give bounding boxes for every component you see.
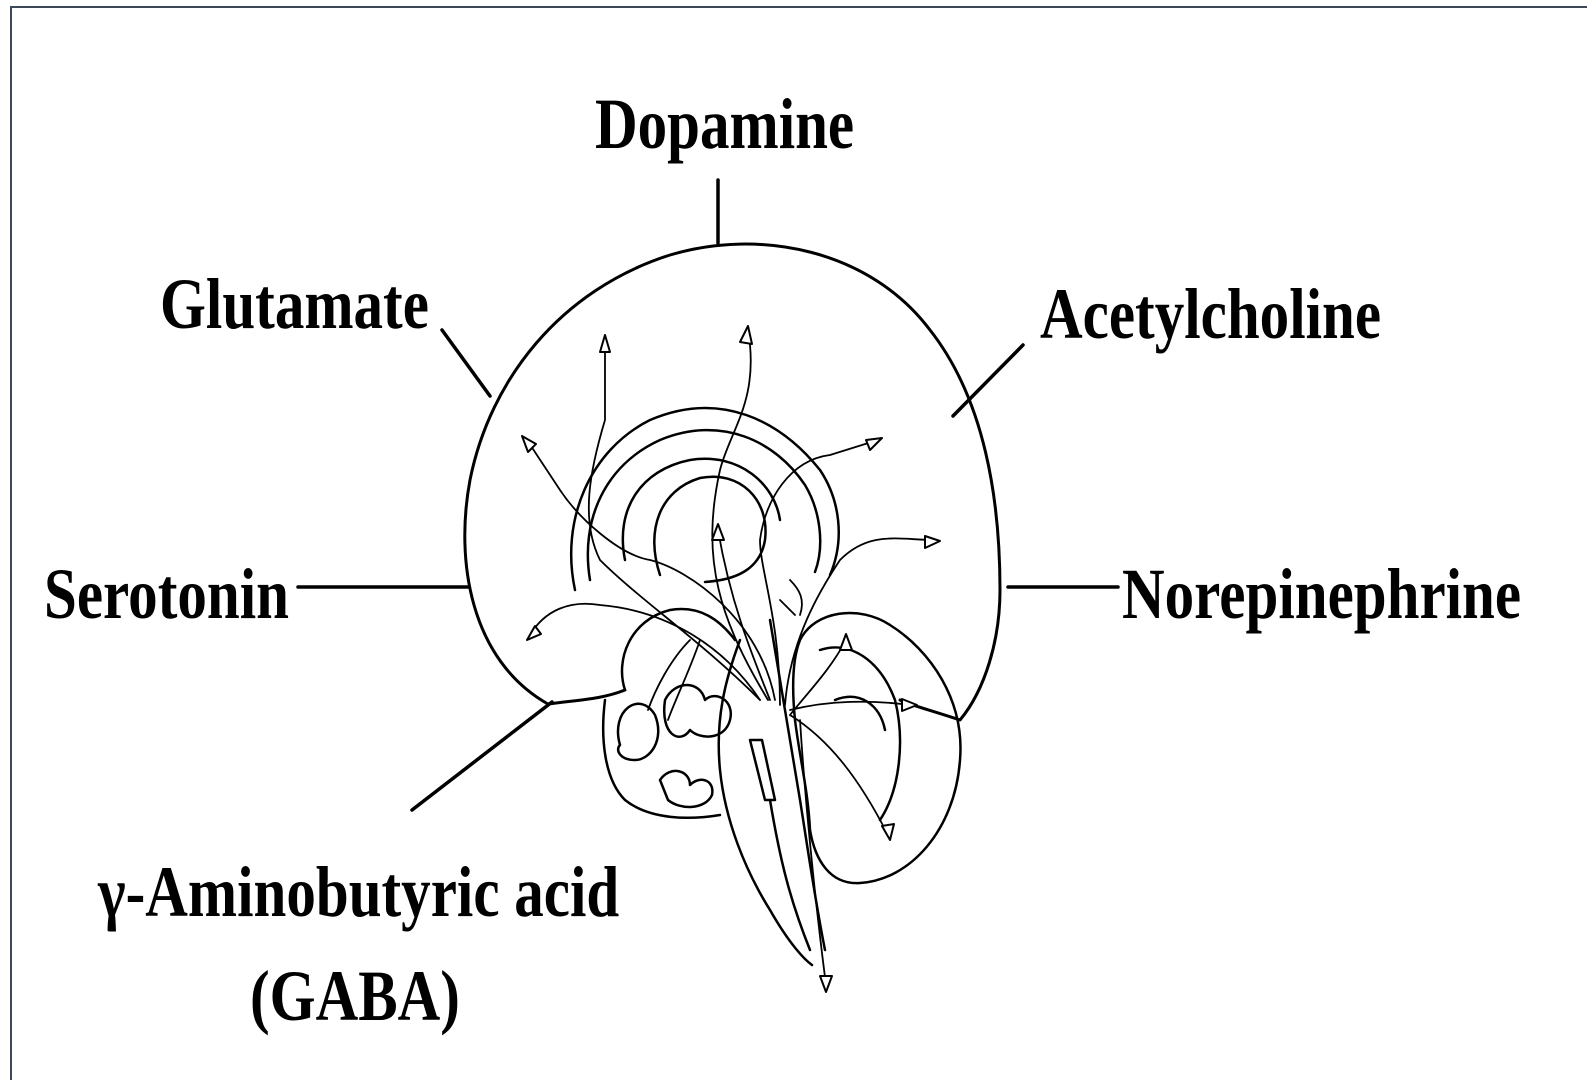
label-norepinephrine: Norepinephrine <box>1122 558 1521 630</box>
cerebellum-outline <box>793 613 960 883</box>
label-acetylcholine: Acetylcholine <box>1040 278 1381 350</box>
leader-line-glutamate <box>442 330 490 396</box>
brainstem-outline <box>719 620 825 965</box>
label-dopamine: Dopamine <box>595 88 854 160</box>
label-gaba-line2: (GABA) <box>250 960 460 1032</box>
leader-line-acetylcholine <box>953 345 1023 416</box>
label-gaba-line1: γ-Aminobutyric acid <box>98 856 619 928</box>
leader-line-gaba <box>412 702 552 810</box>
label-glutamate: Glutamate <box>160 268 429 340</box>
label-serotonin: Serotonin <box>44 558 289 630</box>
corpus-callosum <box>571 408 839 590</box>
